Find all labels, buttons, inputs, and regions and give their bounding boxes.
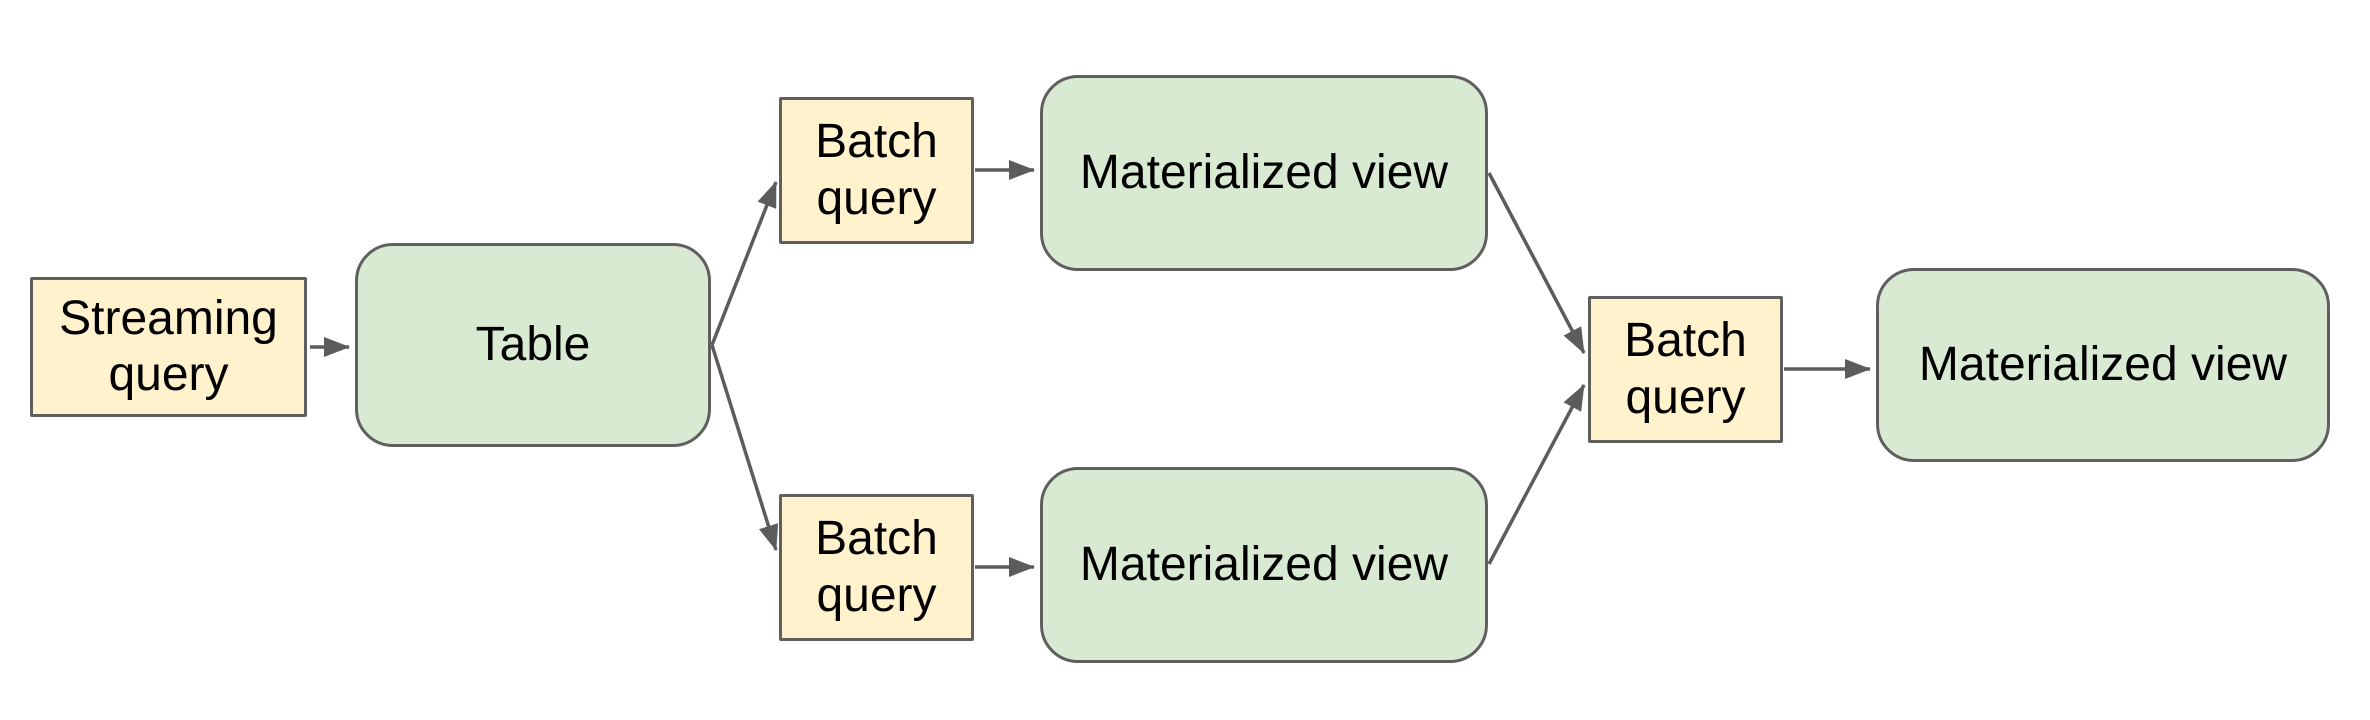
node-label: Table [475,317,591,371]
node-table: Table [355,243,711,447]
node-label: Materialized view [1079,537,1449,591]
node-label: Streaming query [59,291,278,401]
node-label: Materialized view [1079,145,1449,199]
node-streaming-query: Streaming query [30,277,307,417]
node-materialized-view-right: Materialized view [1876,268,2330,462]
node-label: Batch query [815,512,938,622]
node-label: Batch query [815,115,938,225]
node-batch-query-bottom: Batch query [779,494,974,641]
node-label: Batch query [1624,314,1747,424]
edge-mv-bottom-to-batch-query-right [1487,384,1586,565]
node-label: Materialized view [1918,337,2288,391]
edge-mv-top-to-batch-query-right [1487,172,1586,354]
edge-table-to-batch-query-top [710,181,778,346]
edge-table-to-batch-query-bottom [710,344,779,551]
node-materialized-view-top: Materialized view [1040,75,1488,271]
node-batch-query-right: Batch query [1588,296,1783,443]
node-materialized-view-bottom: Materialized view [1040,467,1488,663]
node-batch-query-top: Batch query [779,97,974,244]
